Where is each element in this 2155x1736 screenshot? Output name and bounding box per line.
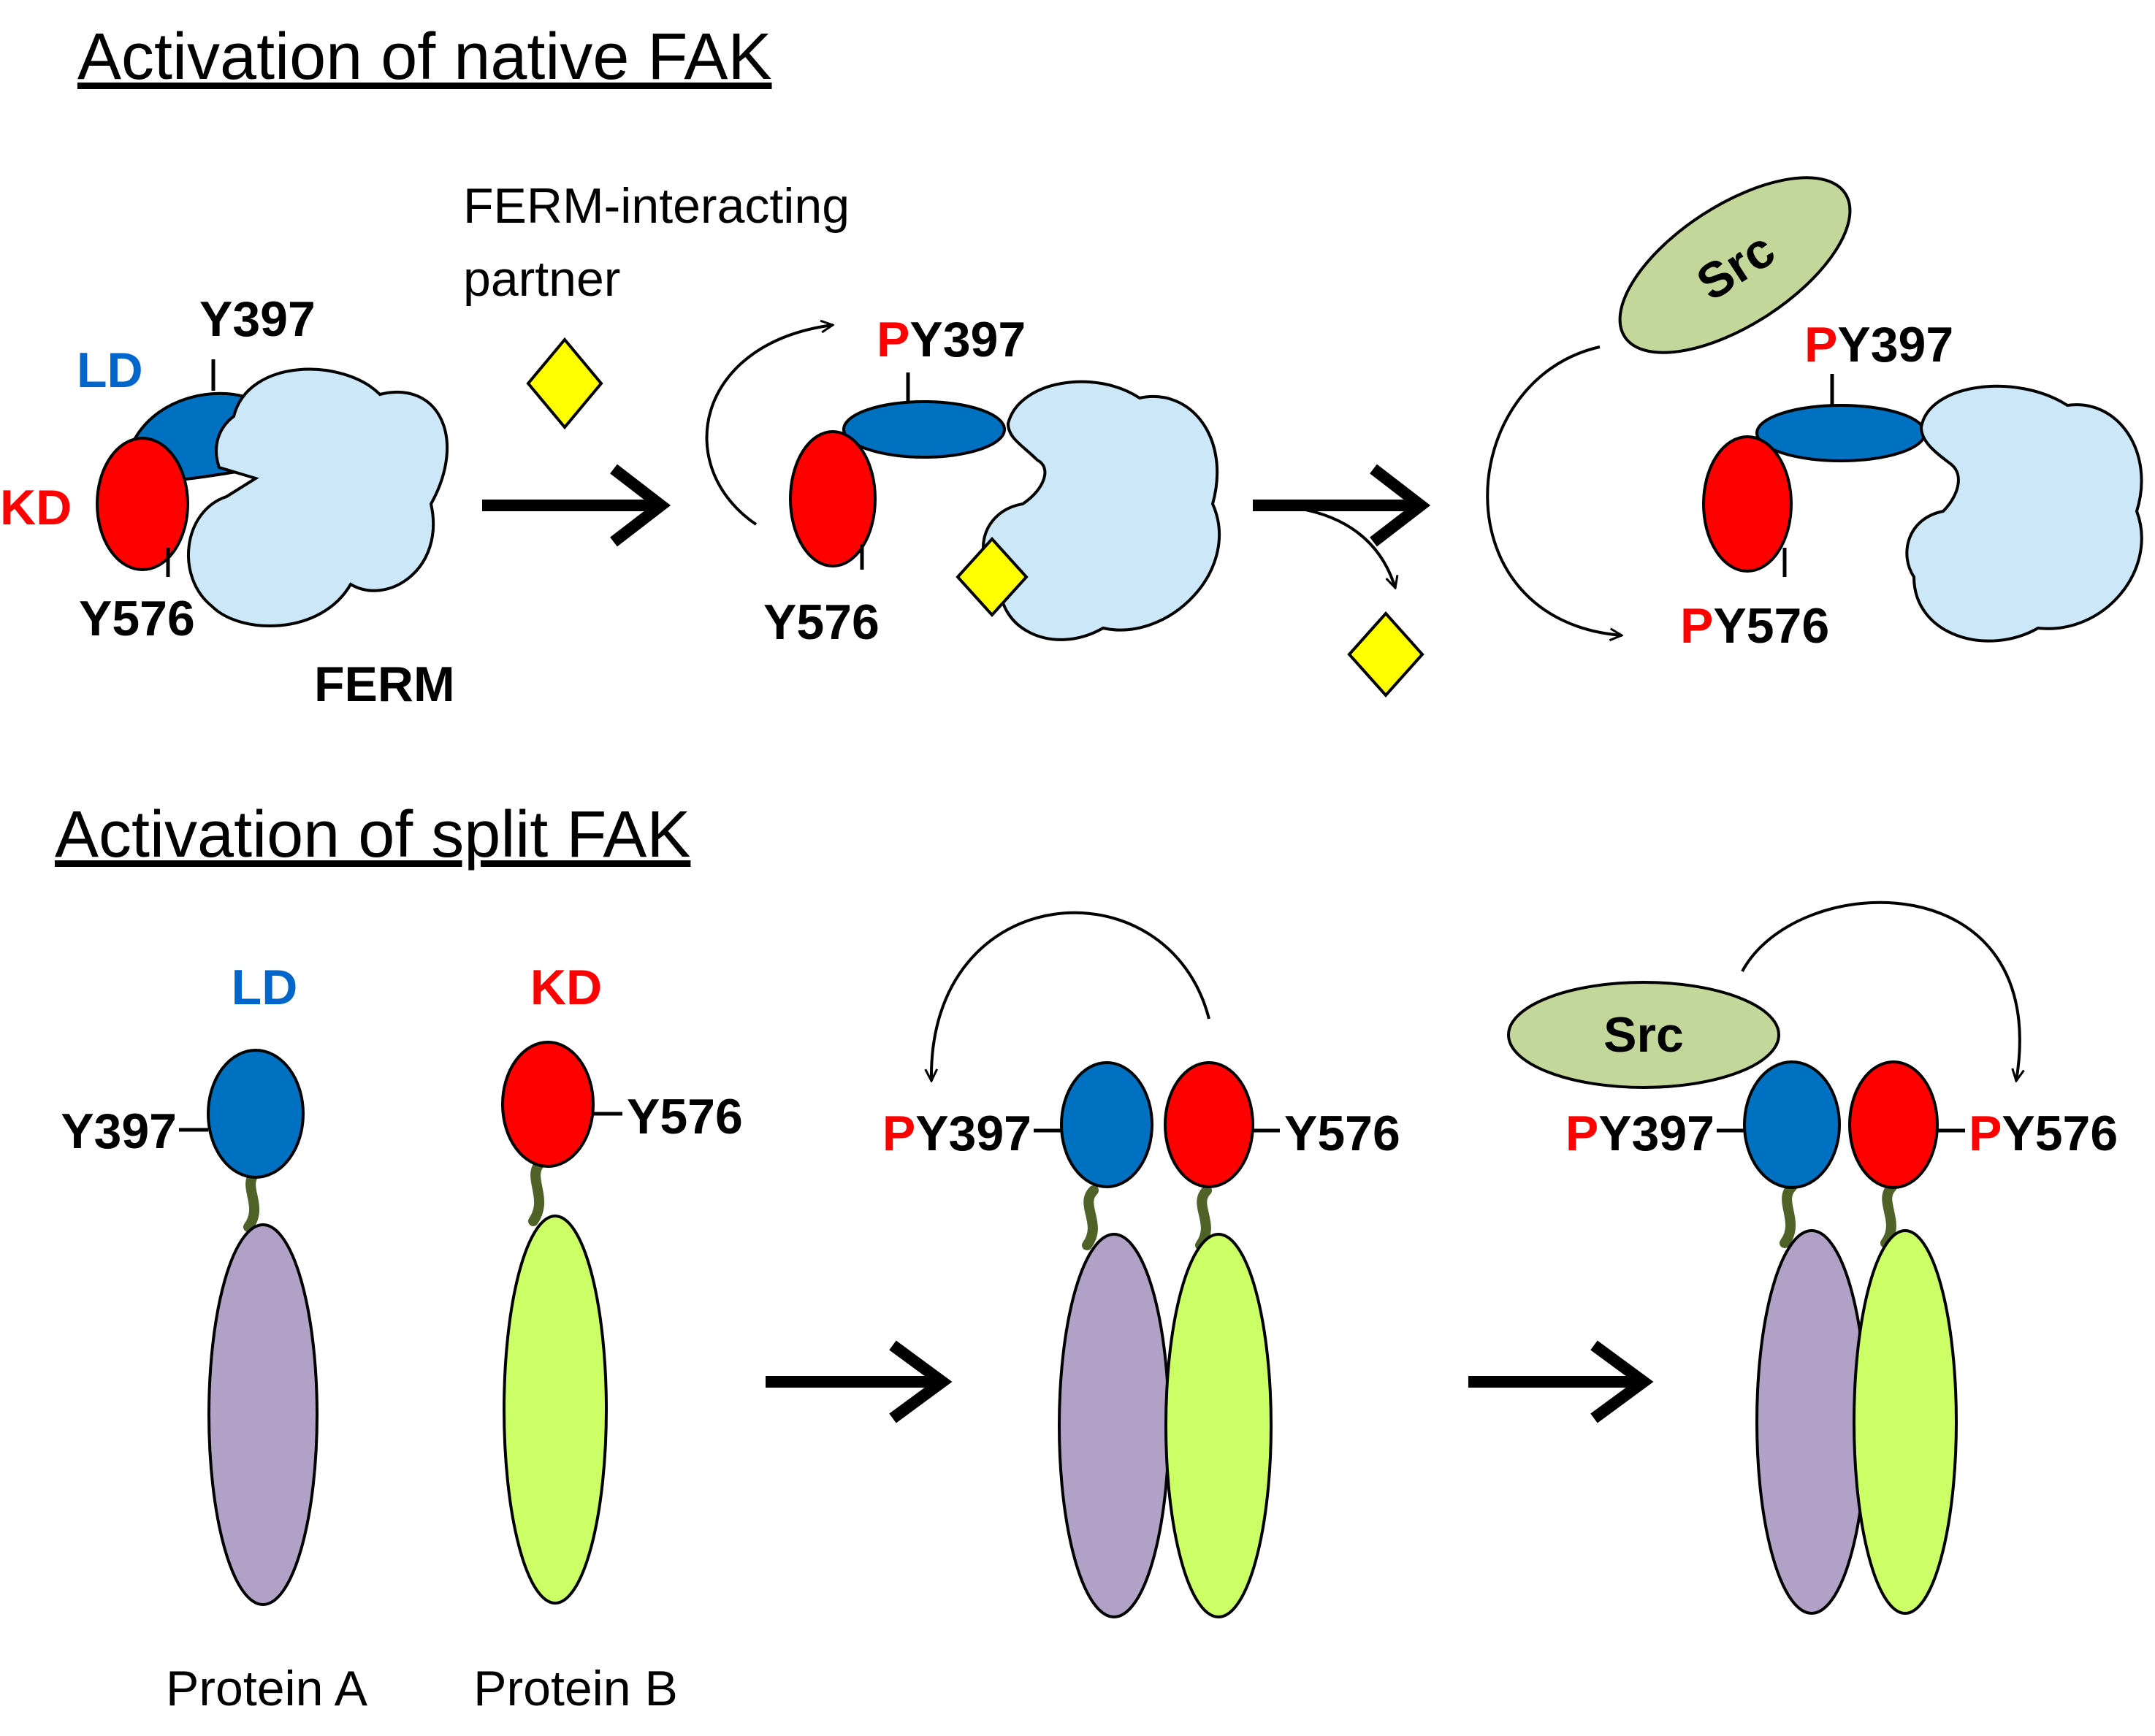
y576-label: Y576 <box>627 1089 743 1144</box>
native-section-title: Activation of native FAK <box>77 20 772 93</box>
y397-text: Y397 <box>915 1106 1031 1161</box>
src-phospho-curve <box>1486 345 1622 635</box>
kd-domain <box>96 437 189 571</box>
phospho-p: P <box>1565 1106 1598 1161</box>
protein-b-body <box>1164 1233 1273 1618</box>
split-section-title: Activation of split FAK <box>55 798 690 871</box>
src-label: Src <box>1603 1007 1684 1063</box>
linker <box>1880 1182 1897 1248</box>
y397-label: Y397 <box>199 291 316 347</box>
kd-domain <box>501 1041 595 1168</box>
partner-release-curve <box>1292 506 1395 588</box>
kd-label: KD <box>0 480 72 535</box>
ferm-label: FERM <box>314 657 455 712</box>
kd-domain <box>789 430 877 567</box>
kd-domain <box>1164 1061 1254 1188</box>
y576-label: Y576 <box>1284 1106 1400 1161</box>
ferm-partner-diamond <box>526 337 603 430</box>
src-kinase <box>1507 981 1780 1089</box>
src-kinase <box>1618 176 1852 354</box>
split-fak-section: Activation of split FAK LD Y397 Protein … <box>55 798 2118 1716</box>
ld-label: LD <box>77 343 143 398</box>
y576-text: Y576 <box>2002 1106 2118 1161</box>
py576-label: PY576 <box>1680 598 1829 654</box>
protein-b-name: Protein B <box>473 1661 678 1716</box>
protein-a-body <box>1058 1233 1170 1618</box>
py397-label: PY397 <box>877 312 1026 367</box>
native-state-3: Src PY397 PY576 <box>1486 176 2143 654</box>
released-partner-diamond <box>1347 611 1424 698</box>
trans-phospho-curve <box>931 911 1210 1081</box>
ld-label: LD <box>232 960 298 1015</box>
ferm-domain <box>1905 384 2143 643</box>
kd-label: KD <box>530 960 602 1015</box>
protein-a-body <box>1755 1229 1868 1615</box>
ferm-domain <box>982 380 1221 641</box>
partner-label-line1: FERM-interacting <box>463 178 850 234</box>
autophos-curve-arrow <box>705 325 833 526</box>
linker <box>528 1158 546 1226</box>
split-protein-a: LD Y397 Protein A <box>61 960 367 1716</box>
native-step-arrow-1 <box>482 464 671 547</box>
ld-domain <box>1755 404 1926 462</box>
split-protein-b: KD Y576 Protein B <box>473 960 743 1716</box>
phospho-p: P <box>1804 317 1837 372</box>
linker <box>1780 1182 1797 1248</box>
ld-domain <box>207 1049 305 1179</box>
split-step-arrow-2 <box>1468 1340 1654 1423</box>
phospho-p: P <box>1680 598 1713 654</box>
kd-domain <box>1702 435 1793 573</box>
linker <box>243 1167 261 1232</box>
py397-label: PY397 <box>1804 317 1953 372</box>
ld-domain <box>1743 1060 1841 1189</box>
native-state-2: PY397 Y576 <box>705 312 1221 650</box>
y397-text: Y397 <box>909 312 1026 367</box>
phospho-p: P <box>877 312 909 367</box>
ld-domain <box>842 400 1006 459</box>
y397-label: Y397 <box>61 1104 177 1159</box>
native-fak-section: Activation of native FAK LD KD Y397 Y576… <box>0 20 2143 712</box>
y397-text: Y397 <box>1837 317 1953 372</box>
py576-label: PY576 <box>1969 1106 2118 1161</box>
y576-text: Y576 <box>1713 598 1829 654</box>
py397-label: PY397 <box>882 1106 1031 1161</box>
split-state-3: Src PY397 PY576 <box>1507 900 2118 1615</box>
protein-a-body <box>207 1223 319 1606</box>
split-state-2: PY397 Y576 <box>882 911 1400 1618</box>
y576-label: Y576 <box>763 594 880 650</box>
phospho-p: P <box>1969 1106 2002 1161</box>
py397-label: PY397 <box>1565 1106 1715 1161</box>
linker <box>1195 1185 1212 1250</box>
native-step-arrow-2 <box>1253 464 1431 547</box>
linker <box>1082 1185 1099 1250</box>
ferm-partner-diamond <box>956 537 1029 617</box>
y576-label: Y576 <box>79 591 195 646</box>
protein-a-name: Protein A <box>166 1661 368 1716</box>
ferm-partner-group: FERM-interacting partner <box>463 178 850 430</box>
split-step-arrow-1 <box>766 1340 953 1423</box>
y397-text: Y397 <box>1598 1106 1715 1161</box>
phospho-p: P <box>882 1106 915 1161</box>
protein-b-body <box>503 1215 608 1605</box>
partner-label-line2: partner <box>463 251 620 307</box>
src-phospho-curve <box>1741 900 2020 1081</box>
native-state-1: LD KD Y397 Y576 FERM <box>0 291 455 712</box>
kd-domain <box>1848 1060 1939 1189</box>
ld-domain <box>1060 1061 1153 1188</box>
protein-b-body <box>1853 1229 1958 1615</box>
ferm-domain <box>187 367 449 628</box>
